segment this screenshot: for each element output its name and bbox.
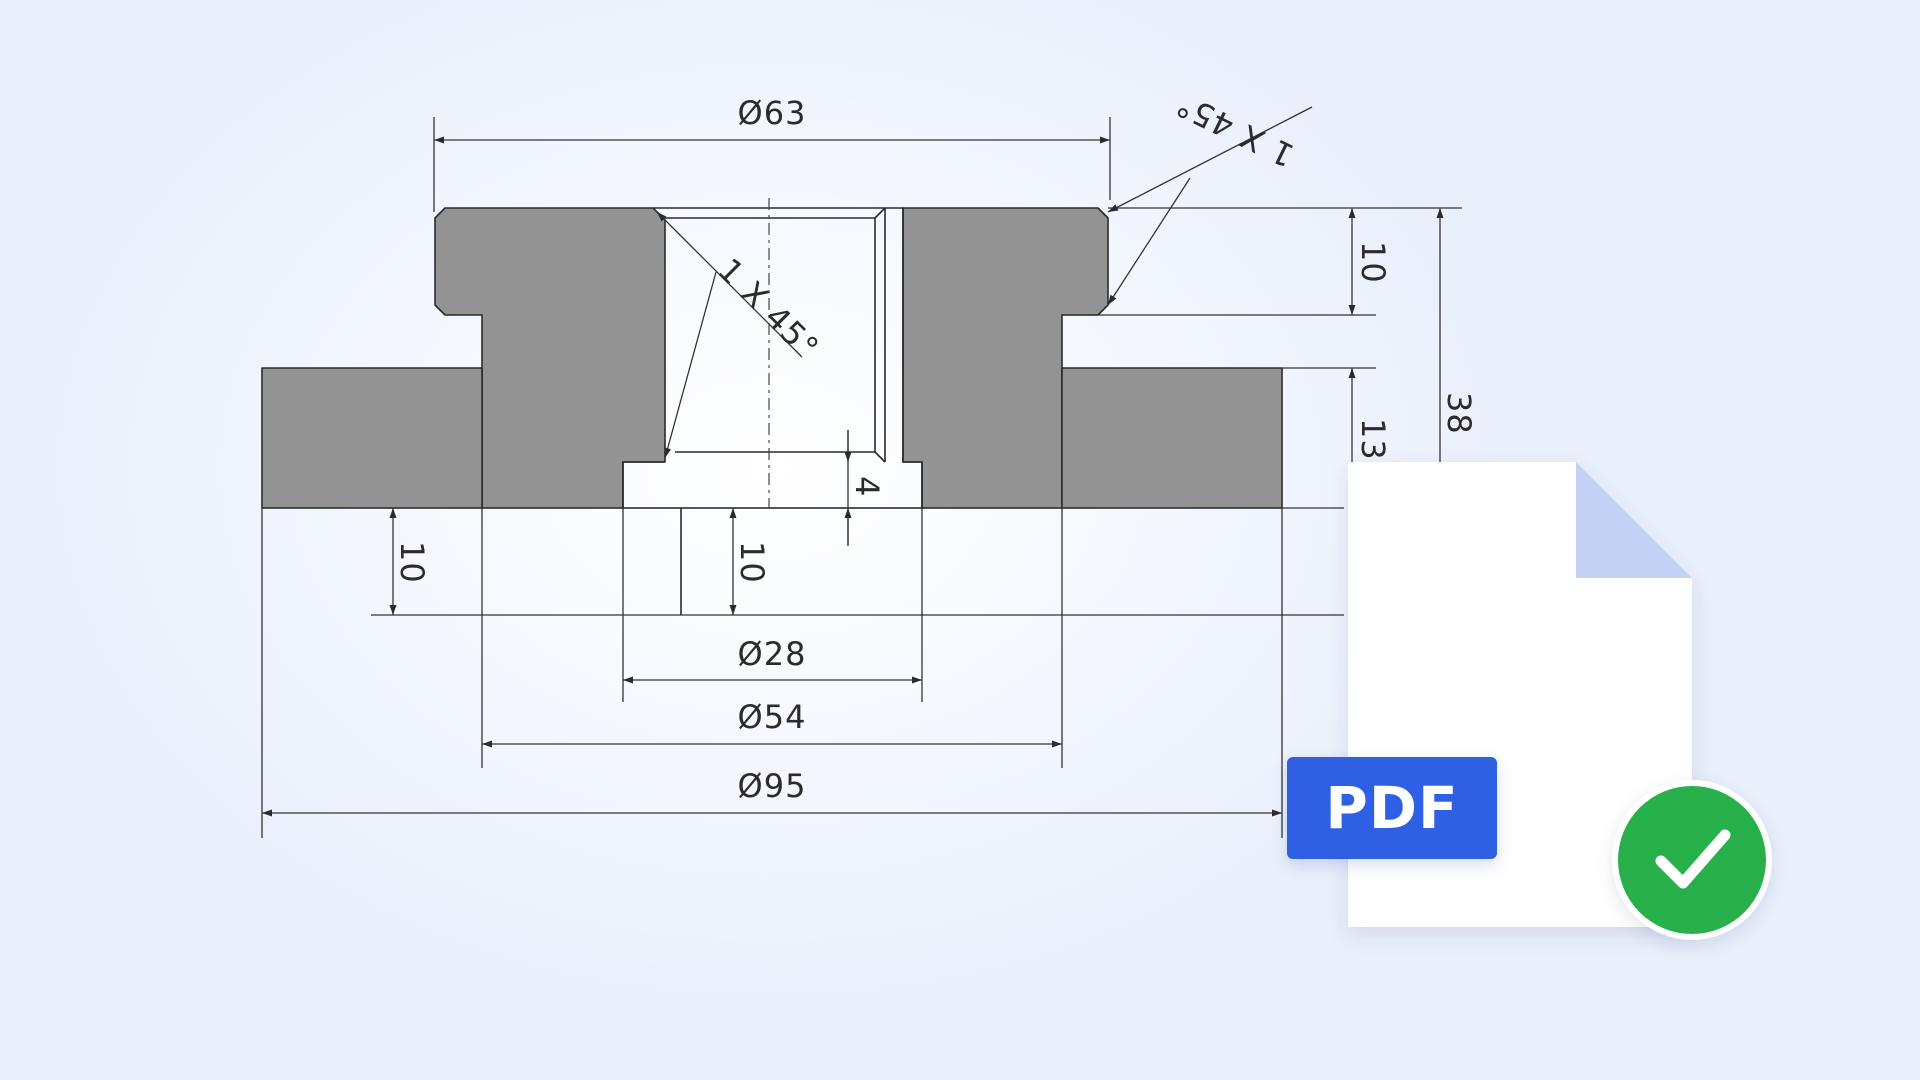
dim-h10-center: 10 [733,541,771,584]
dim-h4: 4 [848,476,886,497]
bore-inner-line [665,217,876,453]
dim-h10-left: 10 [393,541,431,584]
bore-chamfer-bottom [874,451,886,463]
checkmark-icon [1655,829,1731,889]
dim-d28: Ø28 [738,635,807,673]
dim-h13: 13 [1354,418,1392,461]
chamfer-leader [1107,106,1313,213]
base-plate-right [1061,367,1283,509]
dim-d63: Ø63 [738,94,807,132]
bore-chamfer-top [874,207,886,219]
bore-outline [622,207,923,509]
pdf-badge: PDF [1287,757,1497,859]
success-badge [1612,780,1772,940]
pdf-badge-label: PDF [1325,774,1459,842]
dim-h38: 38 [1440,392,1478,435]
base-plate-left [261,367,483,509]
file-fold-corner [1576,462,1692,578]
chamfer-leader [664,271,717,459]
dim-d95: Ø95 [738,767,807,805]
dim-chamfer-outer: 1 X 45° [1170,85,1300,175]
dim-h10-top: 10 [1354,241,1392,284]
chamfer-leader [656,211,803,358]
chamfer-leader [1107,177,1191,306]
dim-d54: Ø54 [738,698,807,736]
